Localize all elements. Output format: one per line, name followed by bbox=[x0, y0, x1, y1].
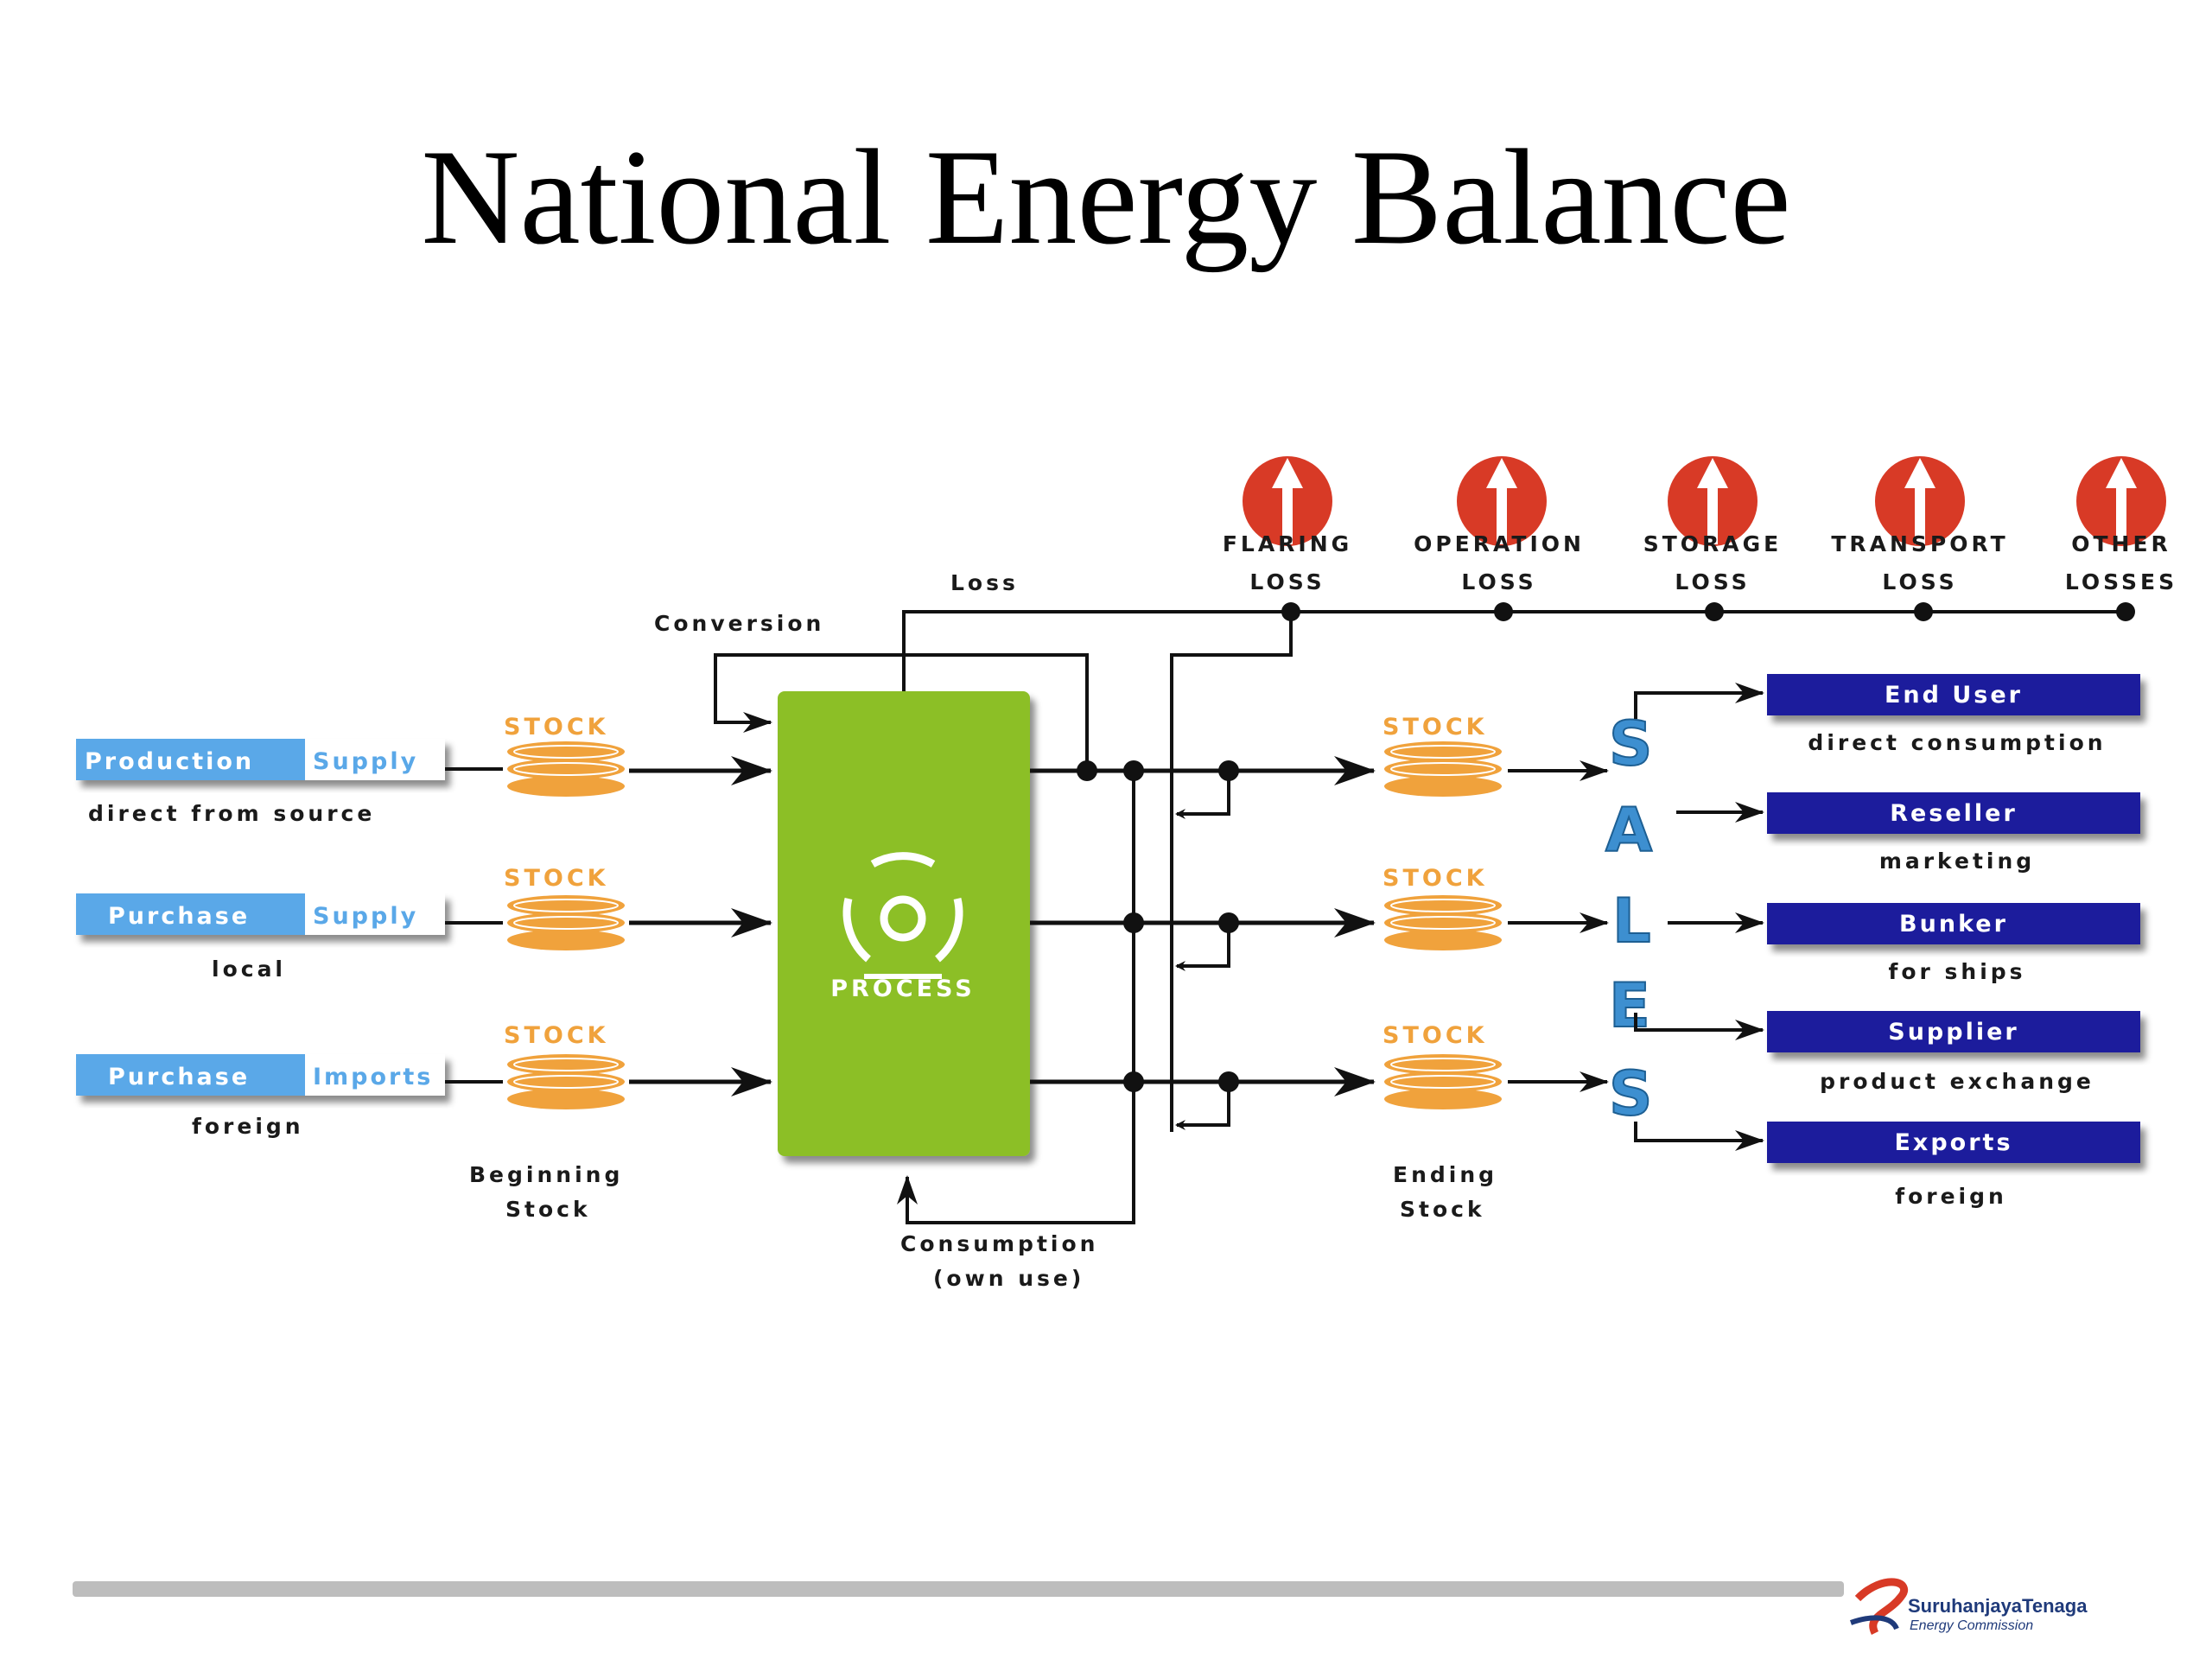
process-box: PROCESS bbox=[778, 691, 1030, 1156]
supply-box-purchase-local-b: Supply bbox=[313, 903, 418, 930]
beginning-stock-label-1: Beginning bbox=[469, 1162, 623, 1187]
ending-stock-label-2: Stock bbox=[1400, 1197, 1485, 1222]
output-bunker-label: Bunker bbox=[1899, 911, 2008, 938]
operation-loss-icon bbox=[1457, 456, 1547, 546]
loss-5-line1: OTHER bbox=[2071, 531, 2171, 556]
ending-stock-2: STOCK bbox=[1382, 865, 1502, 950]
sales-letter-3: L bbox=[1612, 886, 1651, 957]
beginning-stock-label-2: Stock bbox=[505, 1197, 591, 1222]
supply-box-purchase-imports-a: Purchase bbox=[108, 1064, 250, 1090]
stock-label: STOCK bbox=[504, 1022, 609, 1049]
stock-label: STOCK bbox=[1382, 865, 1488, 892]
supply-box-purchase-local bbox=[76, 893, 445, 935]
beginning-stock-3: STOCK bbox=[504, 1022, 625, 1109]
supply-box-purchase-local-a: Purchase bbox=[108, 903, 250, 930]
loss-3-line1: STORAGE bbox=[1643, 531, 1783, 556]
sales-letter-5: S bbox=[1609, 1058, 1652, 1129]
slide-title: National Energy Balance bbox=[421, 122, 1791, 273]
output-exports-sub: foreign bbox=[1895, 1184, 2007, 1209]
supply-box-purchase-imports bbox=[76, 1054, 445, 1096]
output-box-supplier: Supplier bbox=[1767, 1011, 2140, 1052]
sales-letter-1: S bbox=[1609, 709, 1652, 779]
stock-label: STOCK bbox=[1382, 1022, 1488, 1049]
supply-box-production-b: Supply bbox=[313, 748, 418, 775]
supply-box-production-a: Production bbox=[85, 748, 254, 775]
loss-4-line2: LOSS bbox=[1882, 569, 1957, 594]
output-box-end-user: End User bbox=[1767, 674, 2140, 715]
loss-icons bbox=[1243, 456, 2166, 546]
output-reseller-label: Reseller bbox=[1890, 800, 2018, 827]
output-exports-label: Exports bbox=[1894, 1129, 2012, 1156]
loss-3-line2: LOSS bbox=[1675, 569, 1750, 594]
output-box-exports: Exports bbox=[1767, 1122, 2140, 1163]
loss-label: Loss bbox=[950, 570, 1019, 595]
conversion-label: Conversion bbox=[654, 611, 824, 636]
output-end-user-sub: direct consumption bbox=[1808, 730, 2106, 755]
transport-loss-icon bbox=[1875, 456, 1965, 546]
output-end-user-label: End User bbox=[1885, 682, 2023, 709]
output-reseller-sub: marketing bbox=[1879, 849, 2035, 874]
beginning-stock-1: STOCK bbox=[504, 714, 625, 797]
loss-5-line2: LOSSES bbox=[2065, 569, 2177, 594]
supply-box-production-sub: direct from source bbox=[88, 801, 375, 826]
consumption-label-2: (own use) bbox=[933, 1266, 1084, 1291]
output-supplier-sub: product exchange bbox=[1820, 1069, 2094, 1094]
loss-4-line1: TRANSPORT bbox=[1831, 531, 2008, 556]
ending-stock-1: STOCK bbox=[1382, 714, 1502, 797]
beginning-stock-2: STOCK bbox=[504, 865, 625, 950]
logo-name: SuruhanjayaTenaga bbox=[1908, 1595, 2088, 1617]
flaring-loss-icon bbox=[1243, 456, 1332, 546]
process-label: PROCESS bbox=[830, 976, 975, 1002]
ending-stock-label-1: Ending bbox=[1393, 1162, 1497, 1187]
consumption-label-1: Consumption bbox=[900, 1231, 1098, 1256]
output-box-bunker: Bunker bbox=[1767, 903, 2140, 944]
loss-2-line2: LOSS bbox=[1461, 569, 1536, 594]
ending-stock-3: STOCK bbox=[1382, 1022, 1502, 1109]
energy-commission-logo-icon bbox=[1849, 1578, 1908, 1636]
footer-bar bbox=[73, 1581, 1844, 1597]
recycle-icon bbox=[842, 852, 963, 979]
output-box-reseller: Reseller bbox=[1767, 792, 2140, 834]
output-bunker-sub: for ships bbox=[1888, 959, 2025, 984]
loss-2-line1: OPERATION bbox=[1414, 531, 1585, 556]
loss-1-line2: LOSS bbox=[1249, 569, 1325, 594]
supply-box-purchase-imports-sub: foreign bbox=[192, 1114, 304, 1139]
stock-label: STOCK bbox=[504, 865, 609, 892]
sales-letter-2: A bbox=[1605, 795, 1652, 866]
loss-1-line1: FLARING bbox=[1223, 531, 1352, 556]
stock-label: STOCK bbox=[504, 714, 609, 741]
storage-loss-icon bbox=[1668, 456, 1758, 546]
logo-subtitle: Energy Commission bbox=[1910, 1618, 2034, 1633]
supply-box-purchase-local-sub: local bbox=[212, 957, 286, 982]
output-supplier-label: Supplier bbox=[1888, 1019, 2018, 1046]
stock-label: STOCK bbox=[1382, 714, 1488, 741]
other-losses-icon bbox=[2076, 456, 2166, 546]
supply-box-production bbox=[76, 739, 445, 780]
supply-box-purchase-imports-b: Imports bbox=[313, 1064, 433, 1090]
